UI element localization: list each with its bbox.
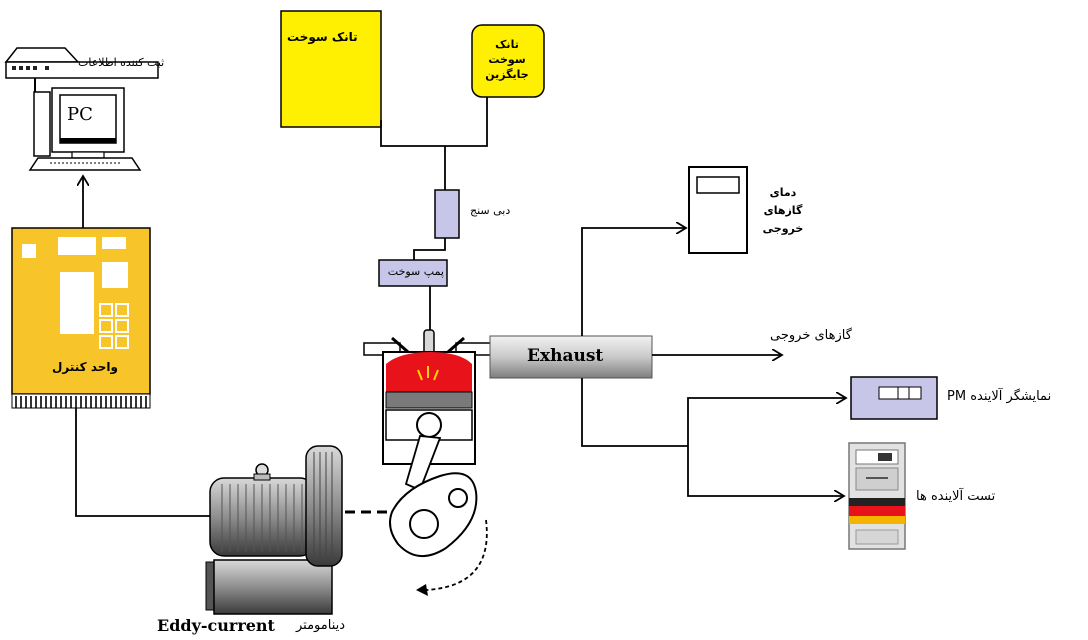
to-pm-display-arrow xyxy=(687,398,846,446)
dyno-type-label: Eddy-current xyxy=(157,616,275,635)
flow-meter-label: دبی سنج xyxy=(470,204,511,217)
data-logger-label: ثبت کننده اطلاعات xyxy=(78,56,165,69)
exhaust-to-analyzers-line xyxy=(581,378,688,447)
exhaust-temp-meter xyxy=(688,166,748,254)
dyno-label: دینامومتر xyxy=(296,618,346,633)
alt-fuel-tank-box xyxy=(471,24,545,98)
exhaust-gases-label: گازهای خروجی xyxy=(770,328,852,343)
fuel-line-to-pump xyxy=(413,238,446,260)
control-to-dyno-line xyxy=(75,408,210,517)
exhaust-pipe xyxy=(489,335,653,379)
flow-meter-box xyxy=(434,189,460,239)
to-pollutant-tester-arrow xyxy=(687,446,844,496)
engine-cylinder xyxy=(363,329,493,596)
fuel-tank-box xyxy=(280,10,382,128)
fuel-tank-label: تانک سوخت xyxy=(287,30,358,44)
fuel-pump-label: پمپ سوخت xyxy=(387,265,444,278)
pm-display-label: نمایشگر آلاینده PM xyxy=(947,389,1052,404)
pc-computer-icon xyxy=(28,78,142,171)
exhaust-to-temp-arrow xyxy=(581,228,686,336)
pm-display-device xyxy=(850,376,938,420)
alt-fuel-tank-label: تانک سوخت جایگزین xyxy=(485,38,529,81)
control-unit-box xyxy=(11,227,151,409)
exhaust-temp-label: دمای گازهای خروجی xyxy=(762,186,804,235)
pollutant-test-label: تست آلاینده ها xyxy=(916,489,996,504)
pollutant-tester-cabinet xyxy=(848,442,906,550)
fuel-line-tanks xyxy=(380,97,488,147)
control-unit-label: واحد کنترل xyxy=(52,360,118,374)
dynamometer-icon xyxy=(205,445,343,615)
fuel-pump-box xyxy=(378,259,448,287)
exhaust-label: Exhaust xyxy=(527,346,604,366)
pc-label: PC xyxy=(67,104,93,125)
data-logger-device xyxy=(4,47,159,79)
